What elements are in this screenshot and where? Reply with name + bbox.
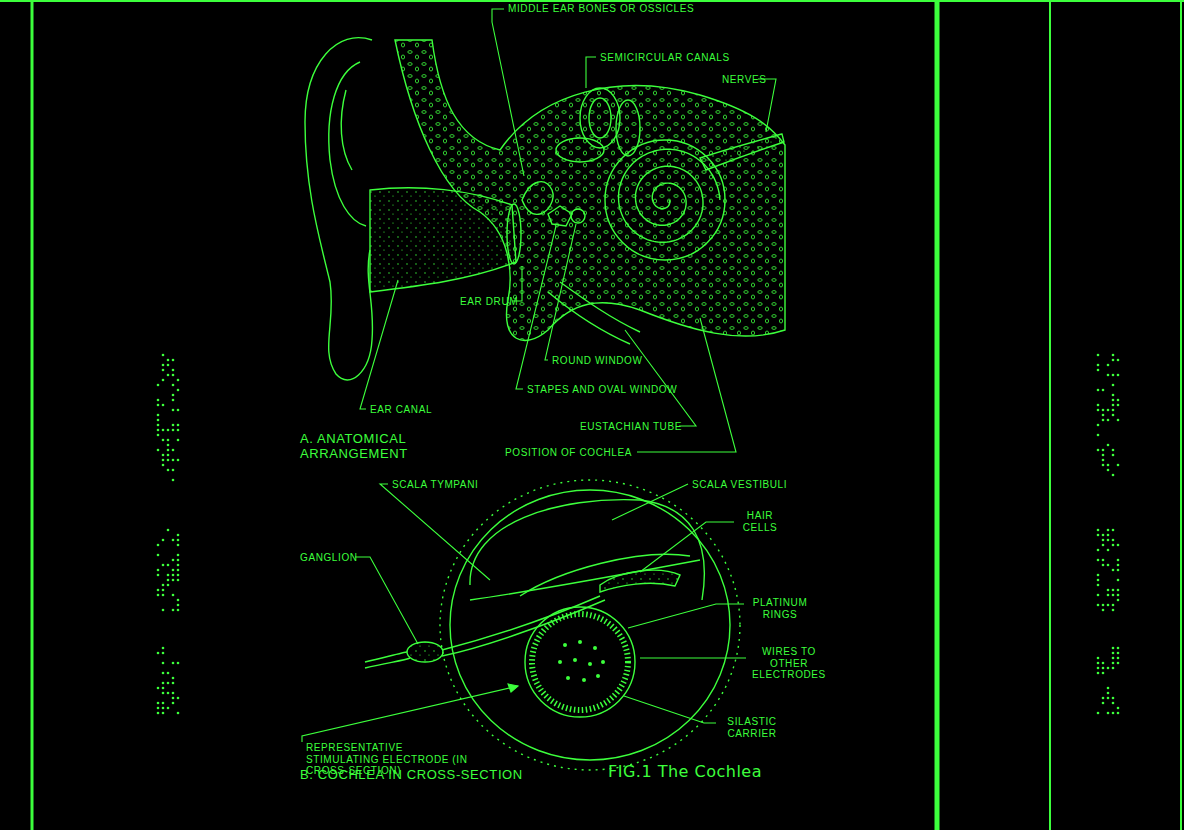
dot-matrix-marks [157, 354, 1120, 715]
part-label: PLATINUM RINGS [748, 597, 812, 620]
part-label: MIDDLE EAR BONES OR OSSICLES [508, 3, 694, 15]
part-label: B. COCHLEA IN CROSS-SECTION [300, 768, 523, 783]
part-label: STAPES AND OVAL WINDOW [527, 384, 677, 396]
part-label: GANGLION [300, 552, 358, 564]
part-label: NERVES [722, 74, 767, 86]
part-label: EAR DRUM [460, 296, 518, 308]
part-label: ROUND WINDOW [552, 355, 643, 367]
part-label: HAIR CELLS [738, 510, 782, 533]
part-label: SEMICIRCULAR CANALS [600, 52, 730, 64]
ear-anatomy [305, 38, 785, 380]
part-label: SILASTIC CARRIER [720, 716, 784, 739]
part-label: WIRES TO OTHER ELECTRODES [750, 646, 828, 681]
part-label: A. ANATOMICAL ARRANGEMENT [300, 432, 450, 462]
part-label: SCALA VESTIBULI [692, 479, 787, 491]
part-label: EUSTACHIAN TUBE [580, 421, 682, 433]
cross-section [365, 480, 740, 770]
figure-caption: FIG.1 The Cochlea [608, 762, 762, 781]
part-label: POSITION OF COCHLEA [505, 447, 632, 459]
part-label: SCALA TYMPANI [392, 479, 478, 491]
part-label: EAR CANAL [370, 404, 432, 416]
leader-lines [302, 9, 776, 742]
